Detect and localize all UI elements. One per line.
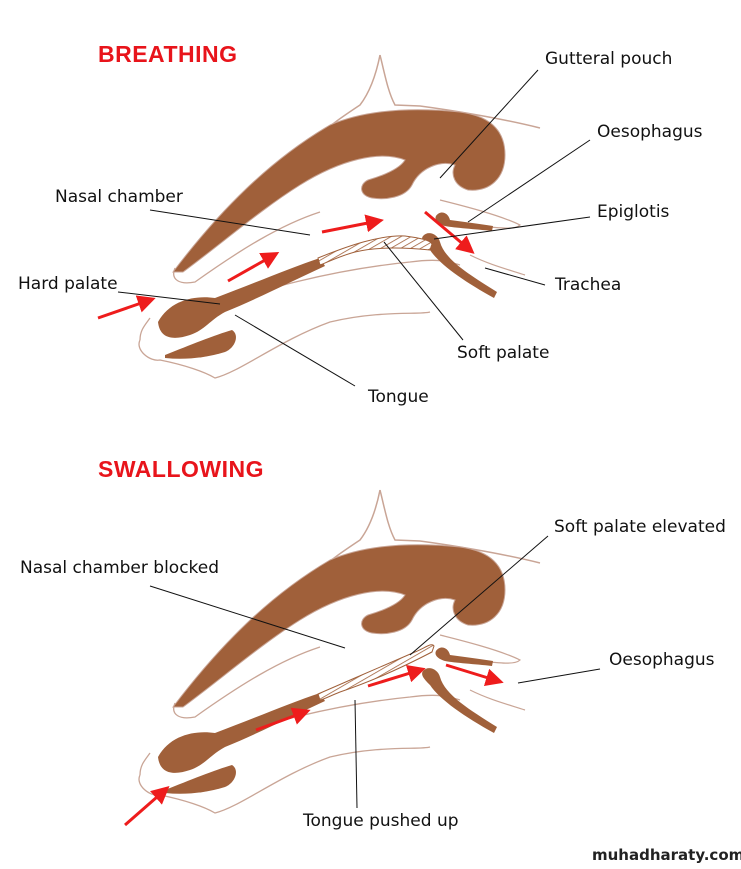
watermark: muhadharaty.com bbox=[592, 846, 741, 864]
label-soft-palate: Soft palate bbox=[457, 343, 550, 363]
food-arrow bbox=[124, 786, 170, 827]
label-gutteral-pouch: Gutteral pouch bbox=[545, 49, 673, 69]
swallowing-title: SWALLOWING bbox=[98, 456, 264, 482]
label-trachea: Trachea bbox=[555, 275, 622, 295]
breathing-diagram bbox=[97, 54, 591, 387]
label-hard-palate: Hard palate bbox=[18, 274, 118, 294]
food-arrow bbox=[255, 707, 311, 732]
label-tongue: Tongue bbox=[368, 387, 429, 407]
soft-palate-elevated bbox=[317, 644, 435, 701]
food-arrow bbox=[367, 664, 426, 688]
soft-palate bbox=[317, 235, 433, 266]
label-nasal-chamber: Nasal chamber bbox=[55, 187, 183, 207]
label-oesophagus-swallowing: Oesophagus bbox=[609, 650, 715, 670]
label-tongue-pushed-up: Tongue pushed up bbox=[303, 811, 459, 831]
airflow-arrow bbox=[321, 214, 384, 234]
airflow-arrow bbox=[97, 295, 156, 320]
airflow-arrow bbox=[424, 210, 475, 254]
label-oesophagus: Oesophagus bbox=[597, 122, 703, 142]
leader-lines bbox=[117, 69, 591, 387]
breathing-title: BREATHING bbox=[98, 41, 238, 67]
label-nasal-chamber-blocked: Nasal chamber blocked bbox=[20, 558, 220, 578]
leader-lines bbox=[149, 535, 601, 809]
label-soft-palate-elevated: Soft palate elevated bbox=[554, 517, 726, 537]
swallowing-diagram bbox=[124, 489, 601, 827]
airflow-arrow bbox=[227, 252, 280, 283]
label-epiglotis: Epiglotis bbox=[597, 202, 670, 222]
food-arrow bbox=[445, 663, 504, 687]
